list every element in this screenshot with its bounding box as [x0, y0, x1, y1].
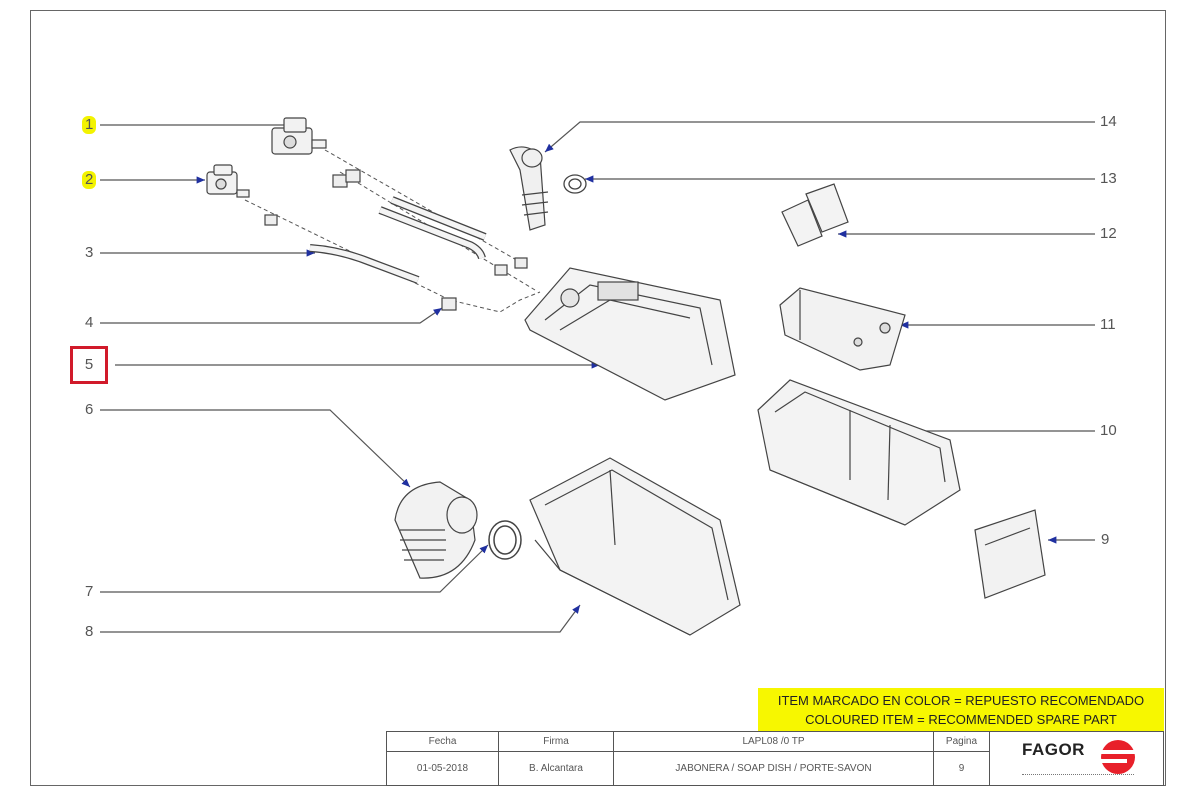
- part-2-single-valve: [206, 164, 250, 198]
- note-line-1: ITEM MARCADO EN COLOR = REPUESTO RECOMEN…: [777, 693, 1145, 708]
- part-6-bellows-elbow: [394, 481, 478, 579]
- recommended-spare-part-note: ITEM MARCADO EN COLOR = REPUESTO RECOMEN…: [758, 688, 1164, 732]
- callout-7: 7: [85, 583, 94, 600]
- hoses: [309, 196, 487, 284]
- callout-11: 11: [1100, 316, 1116, 333]
- part-11-dispenser-insert: [779, 287, 906, 371]
- fagor-logo: FAGOR: [990, 732, 1163, 785]
- drawing-code: LAPL08 /0 TP: [614, 732, 934, 752]
- leader-7: [100, 544, 489, 593]
- leader-4: [100, 307, 443, 324]
- logo-symbol-icon: [1101, 740, 1135, 774]
- callout-13: 13: [1100, 170, 1117, 187]
- logo-subline: [1022, 774, 1134, 778]
- leader-lines: [100, 121, 1095, 633]
- callout-4: 4: [85, 314, 94, 331]
- firma-label: Firma: [499, 732, 614, 752]
- pagina-label: Pagina: [934, 732, 990, 752]
- callout-5: 5: [70, 346, 108, 384]
- firma-value: B. Alcantara: [499, 752, 614, 785]
- fecha-label: Fecha: [387, 732, 499, 752]
- callout-2: 2: [82, 171, 97, 189]
- callout-12: 12: [1100, 225, 1117, 242]
- part-7-ring: [488, 520, 522, 560]
- callout-1: 1: [82, 116, 97, 134]
- callout-6: 6: [85, 401, 94, 418]
- part-9-front-panel: [974, 509, 1046, 599]
- hose-clamps: [264, 169, 528, 311]
- callout-10: 10: [1100, 422, 1117, 439]
- part-12-caps: [781, 183, 849, 247]
- part-13-clamp: [563, 174, 587, 194]
- leader-14: [544, 121, 1095, 153]
- note-line-2: COLOURED ITEM = RECOMMENDED SPARE PART: [805, 712, 1117, 727]
- logo-brand-text: FAGOR: [1022, 740, 1085, 759]
- part-14-elbow-hose: [509, 146, 549, 231]
- callout-8: 8: [85, 623, 94, 640]
- callout-9: 9: [1101, 531, 1110, 548]
- callout-14: 14: [1100, 113, 1117, 130]
- leader-6: [100, 409, 411, 488]
- drawing-description: JABONERA / SOAP DISH / PORTE-SAVON: [614, 752, 934, 785]
- part-5-top-cover: [524, 267, 736, 401]
- part-8-housing: [529, 457, 741, 636]
- part-10-drawer: [757, 379, 961, 526]
- title-block: Fecha Firma LAPL08 /0 TP Pagina 01-05-20…: [386, 731, 1164, 786]
- part-1-double-valve: [271, 117, 327, 155]
- fecha-value: 01-05-2018: [387, 752, 499, 785]
- leader-8: [100, 604, 581, 633]
- pagina-value: 9: [934, 752, 990, 785]
- callout-3: 3: [85, 244, 94, 261]
- drawing-sheet-border: [30, 10, 1166, 786]
